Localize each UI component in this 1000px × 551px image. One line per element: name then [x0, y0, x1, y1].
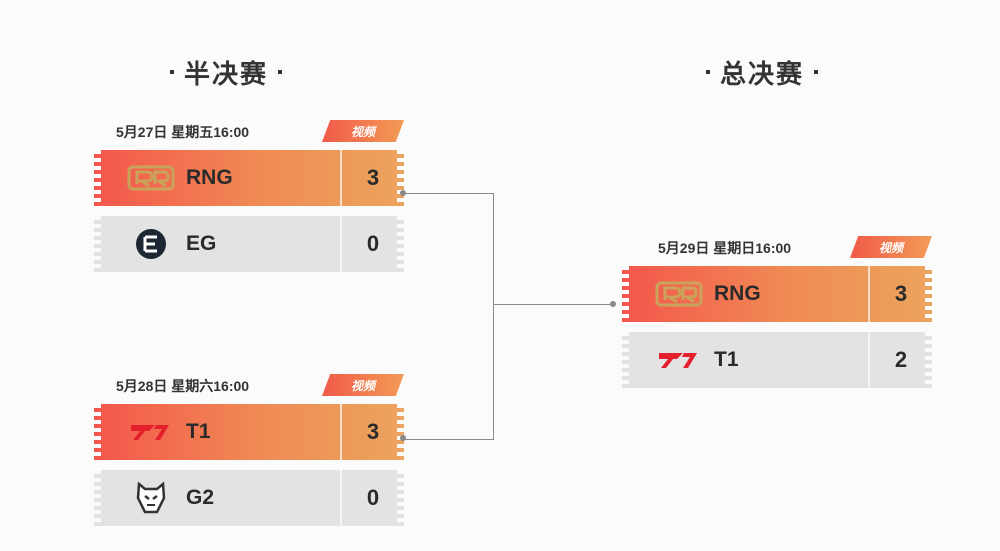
team-row-loser[interactable]: T1 2 [621, 332, 933, 388]
eg-logo-icon [126, 227, 176, 261]
rng-logo-icon [126, 161, 176, 195]
final-title: 总决赛 [696, 52, 828, 92]
score-divider [868, 332, 870, 388]
connector-dot [400, 435, 406, 441]
team-score: 0 [366, 231, 380, 256]
team-row-loser[interactable]: G2 0 [93, 470, 405, 526]
semifinal-match-1: 5月27日 星期五16:00 视频 RNG 3 EG 0 [93, 120, 405, 272]
team-name: RNG [714, 282, 761, 305]
title-dot-left [170, 70, 174, 74]
score-divider [340, 216, 342, 272]
video-button[interactable]: 视频 [850, 236, 932, 258]
match-header: 5月29日 星期日16:00 视频 [622, 236, 932, 262]
match-header: 5月27日 星期五16:00 视频 [94, 120, 404, 146]
team-name: EG [186, 232, 217, 255]
title-dot-right [814, 70, 819, 74]
final-title-text: 总决赛 [720, 58, 805, 89]
rng-logo-icon [654, 277, 704, 311]
connector-dot [610, 301, 616, 307]
semifinal-match-2: 5月28日 星期六16:00 视频 T1 3 G2 0 [93, 374, 405, 526]
team-score: 3 [366, 419, 380, 444]
semifinal-title: 半决赛 [160, 52, 292, 92]
g2-logo-icon [126, 481, 176, 515]
score-divider [868, 266, 870, 322]
team-row-winner[interactable]: RNG 3 [93, 150, 405, 206]
team-score: 3 [366, 165, 380, 190]
team-name: G2 [186, 486, 215, 509]
bracket-connector-final [493, 304, 611, 305]
match-time: 5月27日 星期五16:00 [116, 124, 250, 140]
match-time: 5月29日 星期日16:00 [658, 240, 792, 256]
team-row-winner[interactable]: RNG 3 [621, 266, 933, 322]
match-time: 5月28日 星期六16:00 [116, 378, 250, 394]
team-name: T1 [714, 348, 739, 371]
bracket-connector [405, 193, 494, 440]
team-score: 2 [894, 347, 908, 372]
team-name: RNG [186, 166, 233, 189]
final-match: 5月29日 星期日16:00 视频 RNG 3 T1 2 [621, 236, 933, 388]
score-divider [340, 150, 342, 206]
semifinal-title-text: 半决赛 [184, 58, 269, 89]
team-row-loser[interactable]: EG 0 [93, 216, 405, 272]
connector-dot [400, 190, 406, 196]
score-divider [340, 404, 342, 460]
team-score: 3 [894, 281, 908, 306]
team-row-winner[interactable]: T1 3 [93, 404, 405, 460]
title-dot-left [706, 70, 710, 74]
match-header: 5月28日 星期六16:00 视频 [94, 374, 404, 400]
t1-logo-icon [654, 343, 704, 377]
t1-logo-icon [126, 415, 176, 449]
score-divider [340, 470, 342, 526]
team-name: T1 [186, 420, 211, 443]
video-button[interactable]: 视频 [322, 374, 404, 396]
title-dot-right [278, 70, 283, 74]
team-score: 0 [366, 485, 380, 510]
video-button[interactable]: 视频 [322, 120, 404, 142]
